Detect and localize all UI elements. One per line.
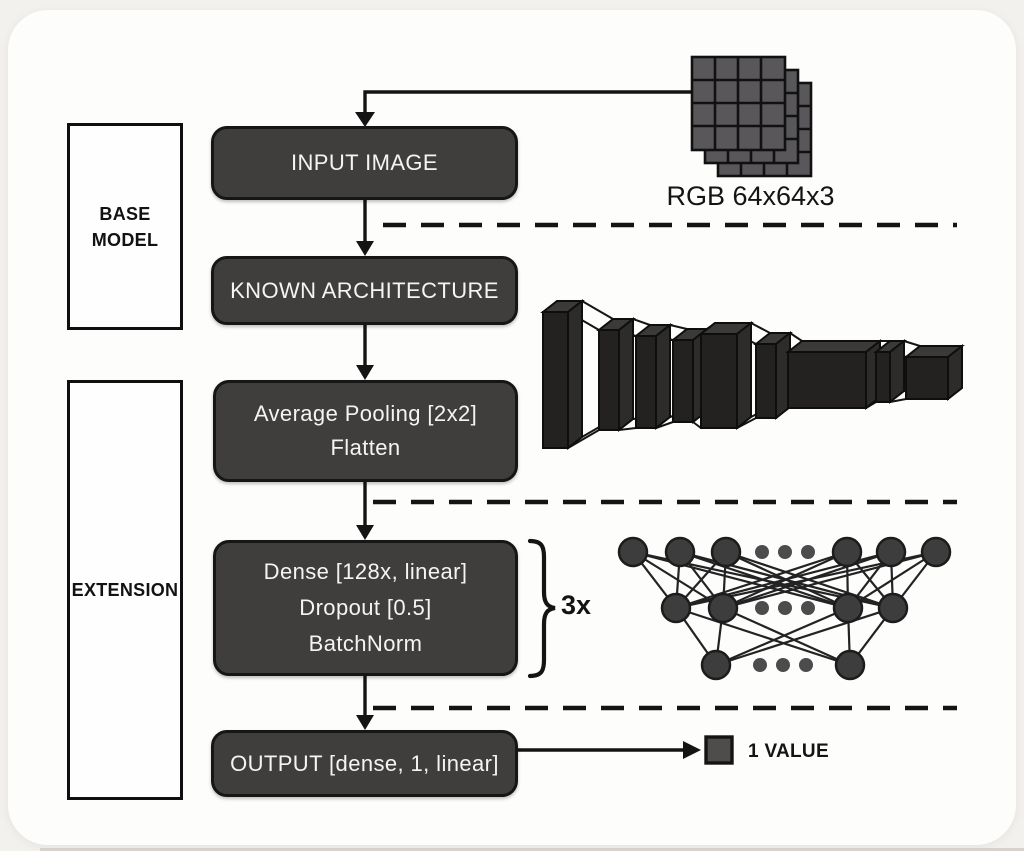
dense-label-line1: Dense [128x, linear] bbox=[263, 559, 468, 584]
flow-box-average-pooling: Average Pooling [2x2] Flatten bbox=[213, 380, 518, 482]
dense-label-line2: Dropout [0.5] bbox=[299, 595, 432, 620]
known-architecture-label: KNOWN ARCHITECTURE bbox=[230, 277, 499, 303]
flow-box-output: OUTPUT [dense, 1, linear] bbox=[211, 730, 518, 797]
average-pooling-label-line2: Flatten bbox=[330, 435, 401, 460]
flow-box-input-image: INPUT IMAGE bbox=[211, 126, 518, 200]
base-model-label-line2: MODEL bbox=[91, 229, 159, 250]
average-pooling-label-line1: Average Pooling [2x2] bbox=[253, 401, 478, 426]
output-label: OUTPUT [dense, 1, linear] bbox=[230, 750, 499, 776]
output-value-label: 1 VALUE bbox=[748, 741, 829, 762]
repeat-count-label: 3x bbox=[561, 590, 592, 620]
bottom-edge-shade bbox=[40, 848, 1024, 851]
flow-box-known-architecture: KNOWN ARCHITECTURE bbox=[211, 256, 518, 325]
input-tensor-caption: RGB 64x64x3 bbox=[666, 181, 835, 211]
base-model-label-line1: BASE bbox=[99, 203, 151, 224]
extension-group-box: EXTENSION bbox=[67, 380, 183, 800]
flow-box-dense: Dense [128x, linear] Dropout [0.5] Batch… bbox=[213, 540, 518, 676]
base-model-group-box: BASE MODEL bbox=[67, 123, 183, 330]
input-image-label: INPUT IMAGE bbox=[290, 150, 438, 175]
dense-label-line3: BatchNorm bbox=[308, 631, 423, 656]
extension-label: EXTENSION bbox=[71, 580, 179, 600]
